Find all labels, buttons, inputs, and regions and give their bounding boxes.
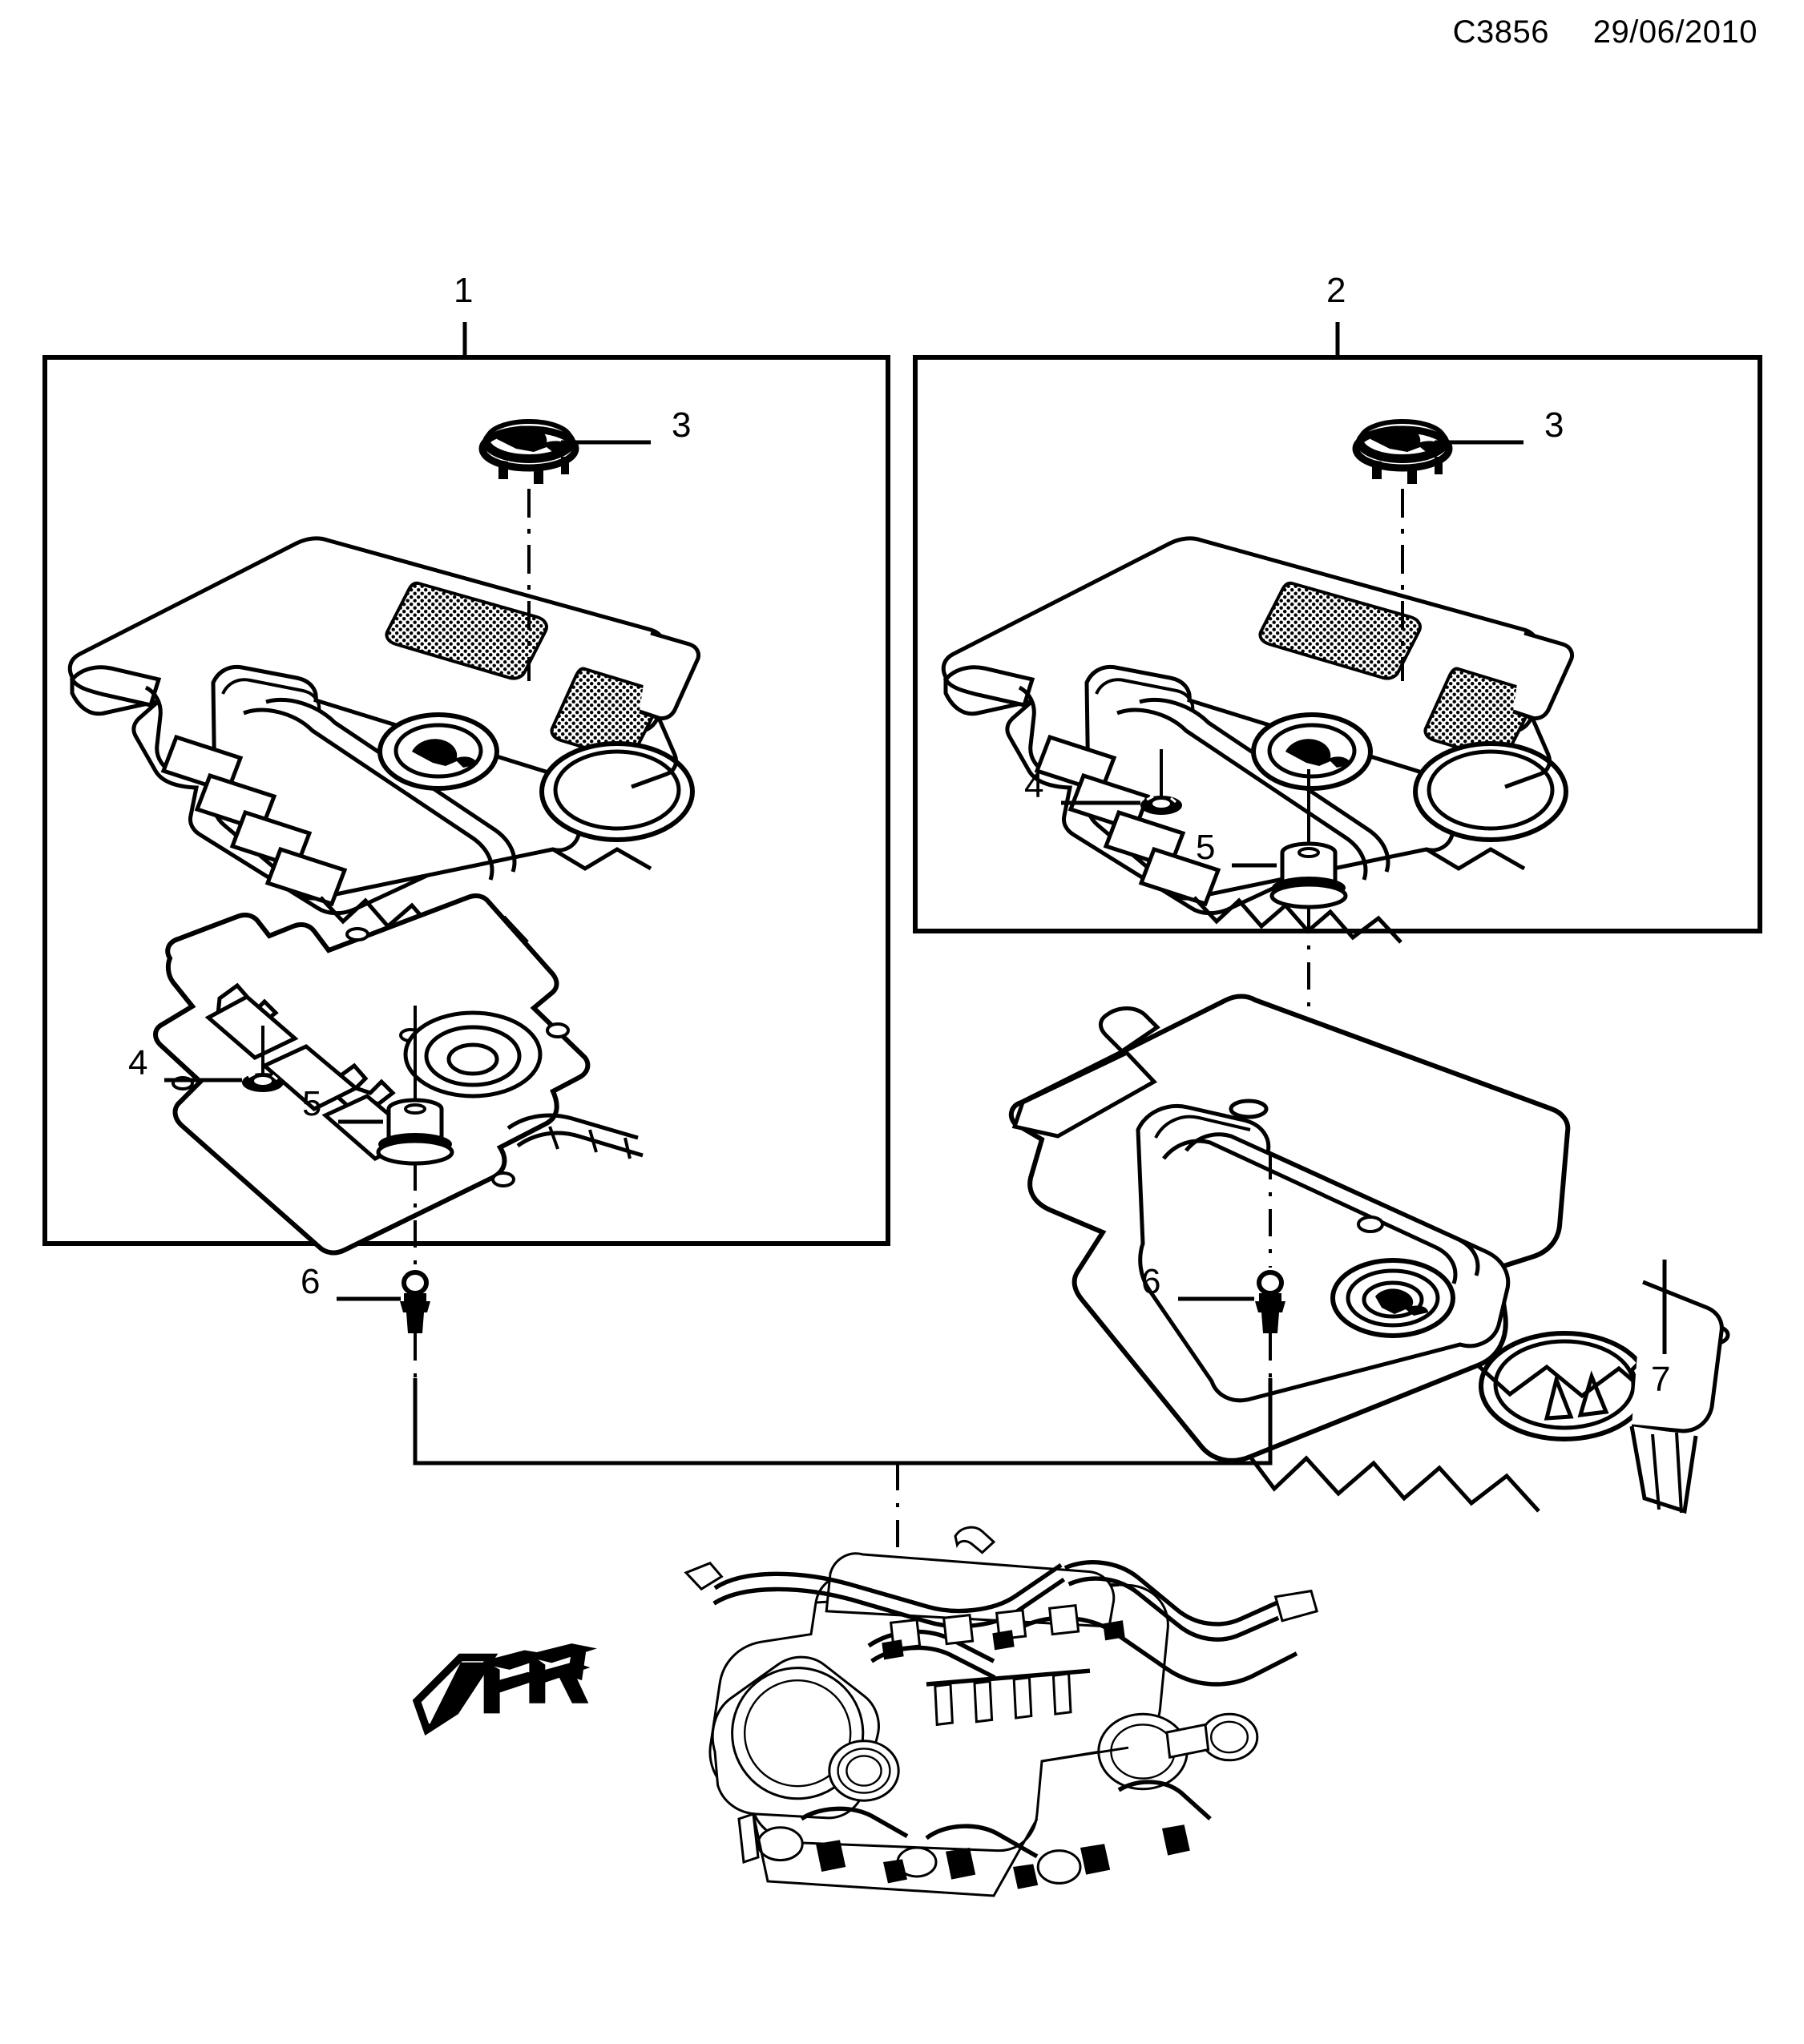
callout-label-5-left: 5 <box>302 1084 322 1123</box>
group-2-box <box>913 322 1762 933</box>
fr-front-direction-arrow <box>417 1646 588 1730</box>
engine-cover-group-2 <box>943 538 1572 942</box>
engine-cover-group-1 <box>70 538 698 942</box>
part-6-stud-left <box>400 1272 430 1333</box>
callout-label-5-right: 5 <box>1196 828 1216 867</box>
callout-label-1: 1 <box>454 271 474 310</box>
part-4-washer-left <box>240 1071 285 1094</box>
engine-cover-lower-shield-item-7 <box>1011 997 1728 1514</box>
drawing-number: C3856 <box>1452 14 1549 50</box>
v6-engine-assembly <box>684 1526 1319 1897</box>
callout-label-2: 2 <box>1326 271 1346 310</box>
callout-label-6-left: 6 <box>301 1262 321 1301</box>
part-3-cap-nut-left <box>482 421 575 484</box>
callout-label-3-right: 3 <box>1544 405 1564 445</box>
drawing-date: 29/06/2010 <box>1592 14 1758 50</box>
part-5-bush-right <box>1272 844 1346 907</box>
callout-label-4-left: 4 <box>128 1043 148 1082</box>
part-4-washer-right <box>1139 794 1184 816</box>
callout-label-6-right: 6 <box>1141 1262 1161 1301</box>
callout-label-4-right: 4 <box>1024 766 1044 805</box>
mounting-bracket-group-1 <box>155 896 643 1252</box>
callout-label-7: 7 <box>1651 1360 1671 1399</box>
part-3-cap-nut-right <box>1356 421 1449 484</box>
group-1-box <box>42 322 890 1246</box>
callout-label-3-left: 3 <box>672 405 692 445</box>
part-5-bush-left <box>378 1100 452 1163</box>
